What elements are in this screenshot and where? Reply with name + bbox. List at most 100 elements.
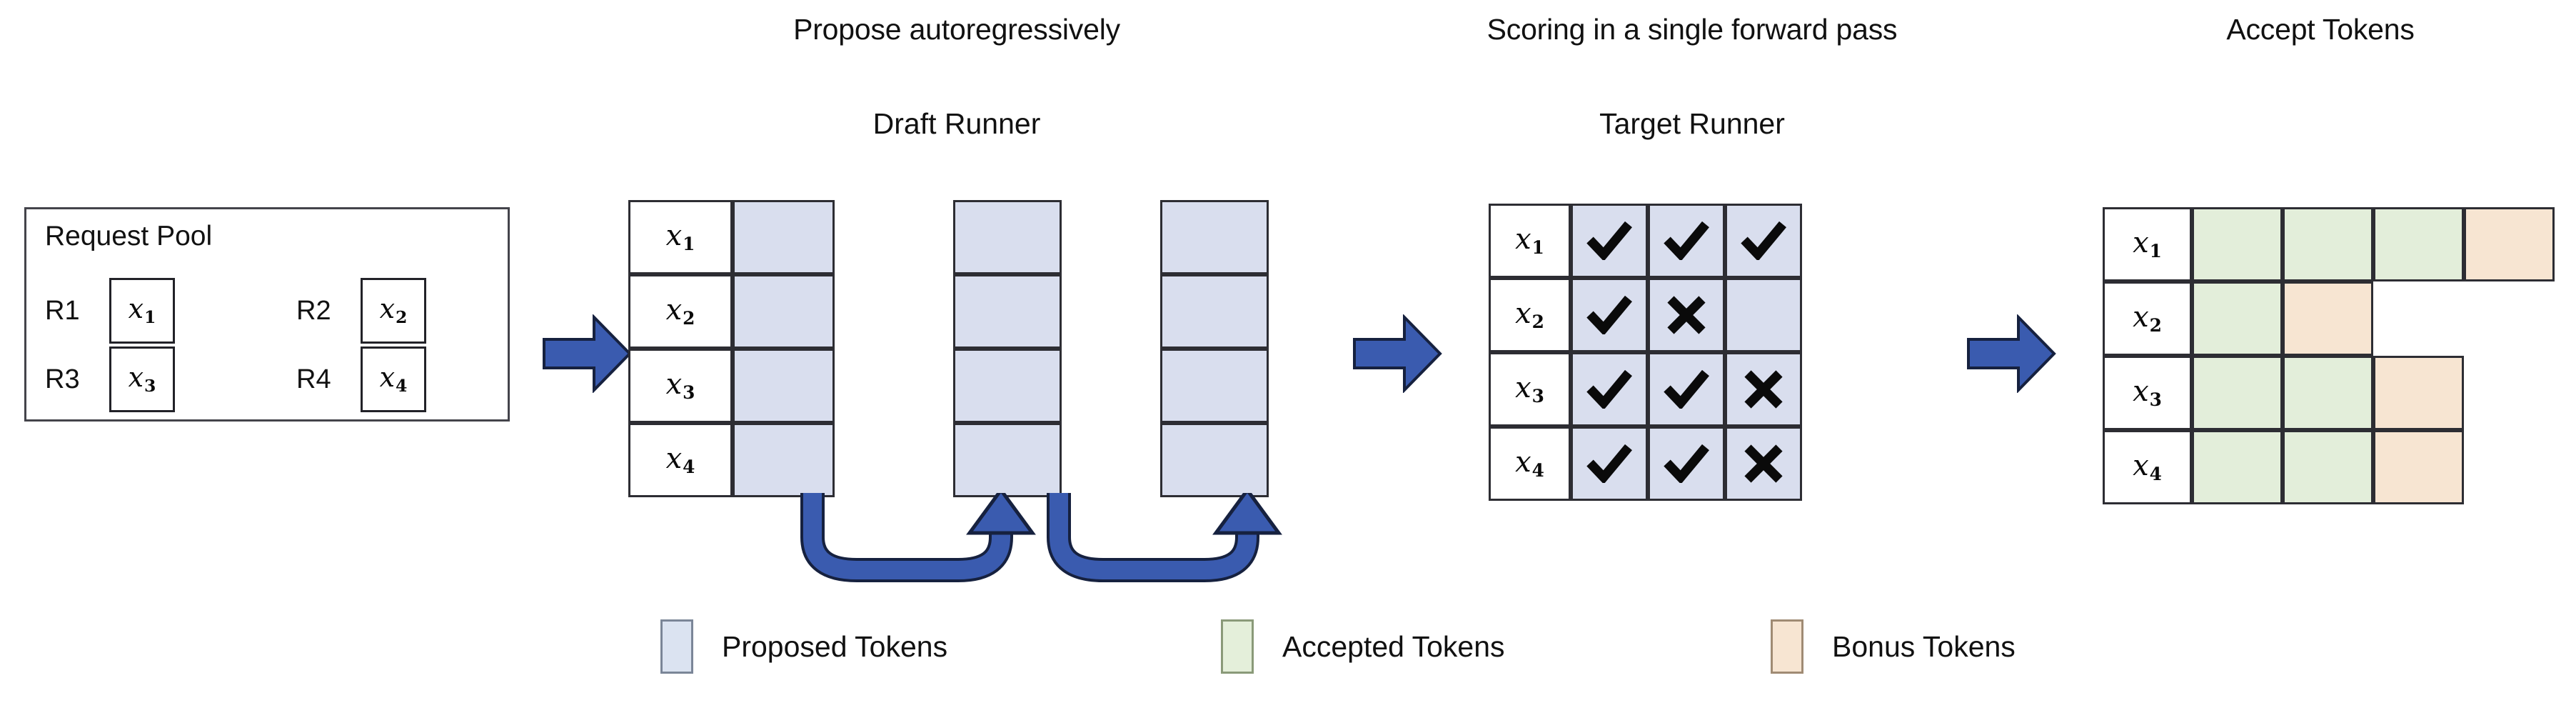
flow-arrow-target-to-accept [1967,314,2056,397]
check-icon [1586,370,1632,409]
check-icon [1741,221,1786,260]
draft-proposed-cell-s2-r1 [953,200,1062,274]
target-score-cell-r2-c2 [1648,278,1725,352]
draft-feedback-arrow-2 [1039,487,1296,597]
target-score-cell-r3-c3 [1725,352,1802,427]
draft-proposed-cell-s2-r4 [953,423,1062,497]
target-score-cell-r1-c1 [1571,204,1648,278]
target-score-cell-r3-c2 [1648,352,1725,427]
target-score-cell-r1-c2 [1648,204,1725,278]
target-score-cell-r4-c1 [1571,427,1648,501]
draft-row-label-x1: x1 [628,200,733,274]
request-pool-title: Request Pool [45,221,213,251]
cross-icon [1666,294,1707,336]
cross-icon [1743,443,1784,484]
token-x1: x1 [2133,226,2162,261]
token-x3: x3 [2133,374,2162,410]
legend-label-accepted: Accepted Tokens [1282,629,1505,663]
accept-row-label-x3: x3 [2103,356,2192,430]
target-score-cell-r1-c3 [1725,204,1802,278]
check-icon [1586,296,1632,334]
request-label-r2: R2 [296,295,331,326]
draft-caption: Propose autoregressively [793,13,1120,46]
draft-proposed-cell-s2-r3 [953,349,1062,423]
target-row-label-x1: x1 [1489,204,1571,278]
draft-proposed-cell-s3-r1 [1160,200,1269,274]
accept-cell-r2-c1 [2192,281,2283,356]
token-x3: x3 [665,367,695,403]
legend-swatch-proposed-icon [660,619,693,674]
request-item-r2: R2 x2 [296,278,426,344]
cross-icon [1743,369,1784,410]
accept-cell-r1-c2 [2283,207,2373,281]
legend-swatch-bonus-icon [1771,619,1803,674]
token-x3: x3 [1515,371,1544,407]
accept-cell-r1-c4-bonus [2464,207,2555,281]
token-x2: x2 [2133,300,2162,336]
draft-proposed-cell-s1-r4 [733,423,835,497]
accept-cell-r4-c1 [2192,430,2283,504]
target-score-cell-r4-c2 [1648,427,1725,501]
token-x3: x3 [128,362,156,397]
draft-proposed-cell-s1-r2 [733,274,835,349]
request-token-box-r2: x2 [361,278,426,344]
request-item-r1: R1 x1 [45,278,175,344]
draft-title: Draft Runner [872,107,1041,140]
check-icon [1664,370,1709,409]
accept-cell-r1-c1 [2192,207,2283,281]
request-label-r3: R3 [45,364,80,394]
check-icon [1586,221,1632,260]
token-x1: x1 [128,293,156,328]
legend-item-proposed: Proposed Tokens [660,619,947,674]
request-token-box-r3: x3 [109,346,175,412]
check-icon [1664,444,1709,483]
target-score-cell-r2-c3 [1725,278,1802,352]
request-pool-panel: Request Pool R1 x1 R2 x2 R3 x3 R4 x4 [24,207,510,422]
draft-proposed-cell-s1-r1 [733,200,835,274]
request-item-r4: R4 x4 [296,346,426,412]
draft-row-label-x2: x2 [628,274,733,349]
flow-arrow-draft-to-target [1353,314,1442,397]
token-x1: x1 [665,219,695,254]
legend-swatch-accepted-icon [1221,619,1254,674]
accept-cell-r3-c1 [2192,356,2283,430]
accept-cell-r4-c2 [2283,430,2373,504]
request-label-r4: R4 [296,364,331,394]
check-icon [1664,221,1709,260]
legend-item-accepted: Accepted Tokens [1221,619,1505,674]
target-row-label-x2: x2 [1489,278,1571,352]
target-title: Target Runner [1599,107,1785,140]
accept-cell-r1-c3 [2373,207,2464,281]
draft-proposed-cell-s3-r2 [1160,274,1269,349]
target-row-label-x3: x3 [1489,352,1571,427]
token-x2: x2 [1515,296,1544,332]
target-score-cell-r3-c1 [1571,352,1648,427]
accept-cell-r3-c3-bonus [2373,356,2464,430]
token-x1: x1 [1515,222,1544,258]
request-token-box-r4: x4 [361,346,426,412]
flow-arrow-pool-to-draft [543,314,632,397]
accept-cell-r2-c2-bonus [2283,281,2373,356]
draft-proposed-cell-s3-r3 [1160,349,1269,423]
draft-proposed-cell-s3-r4 [1160,423,1269,497]
legend: Proposed Tokens Accepted Tokens Bonus To… [0,611,2576,689]
legend-label-proposed: Proposed Tokens [722,629,948,663]
legend-label-bonus: Bonus Tokens [1832,629,2016,663]
draft-proposed-cell-s1-r3 [733,349,835,423]
token-x4: x4 [379,362,408,397]
draft-row-label-x4: x4 [628,423,733,497]
legend-item-bonus: Bonus Tokens [1771,619,2016,674]
accept-row-label-x1: x1 [2103,207,2192,281]
accept-cell-r4-c3-bonus [2373,430,2464,504]
target-row-label-x4: x4 [1489,427,1571,501]
target-caption: Scoring in a single forward pass [1486,13,1898,46]
draft-proposed-cell-s2-r2 [953,274,1062,349]
accept-row-label-x4: x4 [2103,430,2192,504]
accept-row-label-x2: x2 [2103,281,2192,356]
target-score-cell-r2-c1 [1571,278,1648,352]
accept-cell-r3-c2 [2283,356,2373,430]
draft-feedback-arrow-1 [793,487,1050,597]
token-x2: x2 [379,293,408,328]
token-x2: x2 [665,293,695,329]
